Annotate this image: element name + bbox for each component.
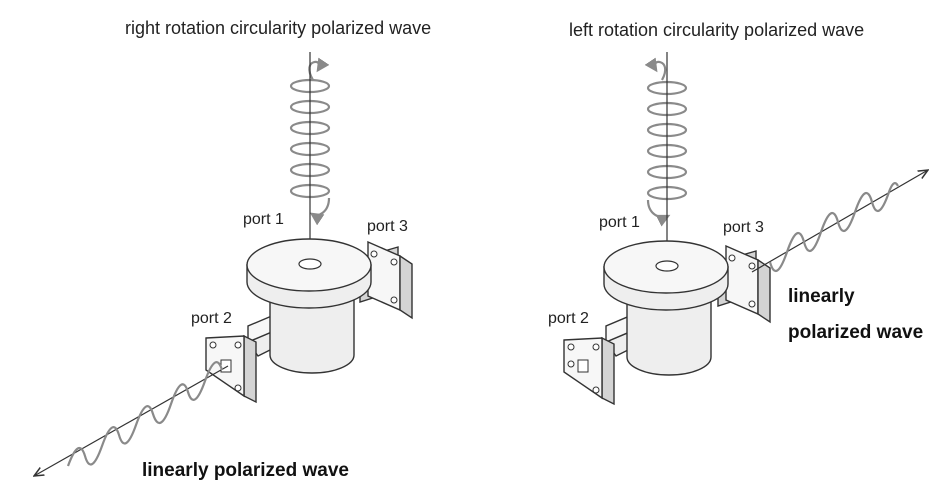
left-panel: right rotation circularity polarized wav… (34, 18, 431, 481)
left-circulator-body (246, 238, 372, 374)
right-port1-label: port 1 (599, 214, 640, 231)
left-output-label: linearly polarized wave (142, 460, 349, 481)
left-port2-flange (205, 334, 257, 404)
right-port1-opening (655, 260, 679, 272)
left-port3-label: port 3 (367, 218, 408, 235)
right-panel: left rotation circularity polarized wave (548, 20, 928, 406)
left-port1-label: port 1 (243, 211, 284, 228)
right-port2-flange (563, 336, 615, 406)
right-port2-label: port 2 (548, 310, 589, 327)
right-output-label-line1: linearly (788, 286, 855, 307)
right-circulator-body (603, 240, 729, 376)
left-output-arrow (34, 365, 229, 476)
left-title: right rotation circularity polarized wav… (125, 18, 431, 38)
right-output-arrow (751, 170, 928, 273)
left-linear-wave (66, 361, 224, 467)
right-output-label-line2: polarized wave (788, 322, 923, 343)
right-linear-wave (768, 182, 899, 273)
right-title: left rotation circularity polarized wave (569, 20, 864, 40)
left-port1-opening (298, 258, 322, 270)
right-port3-label: port 3 (723, 219, 764, 236)
left-port2-label: port 2 (191, 310, 232, 327)
